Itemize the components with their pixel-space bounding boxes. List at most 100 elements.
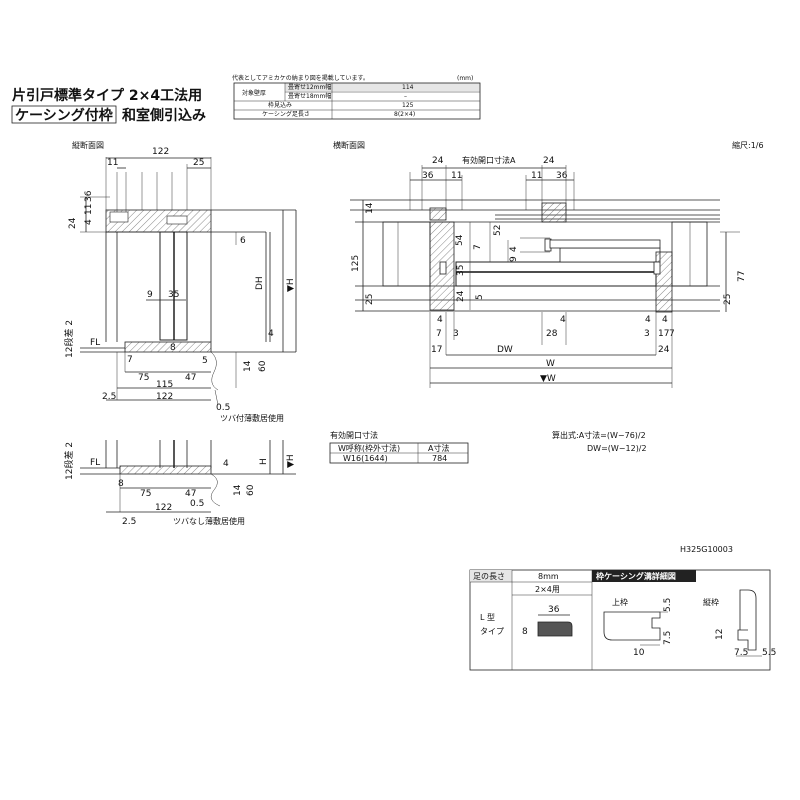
lv-dim-0_5: 0.5 bbox=[190, 499, 204, 509]
v-sill bbox=[124, 341, 212, 353]
h-dim-28: 28 bbox=[546, 329, 558, 339]
h-dim-11b: 11 bbox=[531, 171, 542, 181]
opening-r1c2: 784 bbox=[432, 454, 447, 463]
header-unit: (mm) bbox=[457, 75, 473, 82]
v-fl: FL bbox=[90, 338, 100, 348]
spec-val2: – bbox=[404, 93, 407, 100]
spec-wall-header: 対象壁厚 bbox=[242, 89, 266, 97]
v-dim-11b: 11 bbox=[84, 204, 94, 215]
h-dim-7b: 7 bbox=[436, 329, 442, 339]
v-dim-24: 24 bbox=[68, 217, 78, 229]
vertical-section: 122 25 11 24 4 11 36 6 bbox=[63, 147, 297, 423]
h-dim-14: 14 bbox=[365, 202, 375, 214]
h-dim-11: 11 bbox=[451, 171, 462, 181]
lower-vertical-section: 12段差 2 FL 8 75 47 0.5 122 2.5 4 14 60 H … bbox=[63, 440, 296, 527]
opening-col2: A寸法 bbox=[428, 443, 449, 453]
h-dim-dw: DW bbox=[497, 345, 513, 355]
lv-dim-122: 122 bbox=[155, 503, 172, 513]
v-dim-4b: 4 bbox=[268, 329, 274, 339]
v-dim-9: 9 bbox=[147, 290, 153, 300]
h-dim-3: 3 bbox=[453, 329, 459, 339]
h-dim-35: 35 bbox=[456, 265, 466, 276]
v-dim-122b: 122 bbox=[156, 392, 173, 402]
v-dim-dh: DH bbox=[255, 276, 265, 290]
lv-fl: FL bbox=[90, 458, 100, 468]
v-dim-5: 5 bbox=[202, 356, 208, 366]
v-dim-75: 75 bbox=[138, 373, 149, 383]
detail-dim-7_5: 7.5 bbox=[663, 631, 673, 645]
lv-dim-14: 14 bbox=[233, 484, 243, 496]
lv-dim-47: 47 bbox=[185, 489, 196, 499]
v-dim-36: 36 bbox=[84, 190, 94, 202]
h-dim-24: 24 bbox=[432, 156, 444, 166]
detail-dim-7_5b: 7.5 bbox=[734, 648, 748, 658]
h-door-panel bbox=[455, 261, 657, 287]
v-dim-122: 122 bbox=[152, 147, 169, 157]
detail-leg-header: 足の長さ bbox=[473, 572, 505, 581]
spec-val1: 114 bbox=[402, 84, 414, 91]
detail-leg-value: 8mm bbox=[538, 572, 559, 581]
h-dim-125: 125 bbox=[351, 255, 361, 272]
v-dim-47: 47 bbox=[185, 373, 196, 383]
detail-top-frame: 上枠 bbox=[612, 597, 628, 607]
lv-dim-h2: ▼H bbox=[286, 454, 296, 468]
spec-frame-val: 125 bbox=[402, 102, 414, 109]
detail-dim-5_5b: 5.5 bbox=[762, 648, 776, 658]
h-dim-4d: 4 bbox=[662, 315, 668, 325]
v-dim-2_5: 2.5 bbox=[102, 392, 116, 402]
product-code: H325G10003 bbox=[680, 545, 733, 554]
h-dim-3b: 3 bbox=[644, 329, 650, 339]
spec-casing-header: ケーシング足長さ bbox=[262, 110, 310, 118]
v-dim-14: 14 bbox=[243, 360, 253, 372]
detail-dim-36: 36 bbox=[548, 605, 560, 615]
h-dim-25b: 25 bbox=[723, 294, 733, 305]
h-open-a: 有効開口寸法A bbox=[462, 155, 516, 165]
h-dim-77: 77 bbox=[737, 271, 747, 282]
lv-step: 12段差 2 bbox=[63, 442, 75, 480]
v-step: 12段差 2 bbox=[63, 320, 75, 358]
opening-table: 有効開口寸法 W呼称(枠外寸法) A寸法 W16(1644) 784 bbox=[329, 430, 469, 464]
scale-label: 縮尺:1/6 bbox=[732, 140, 764, 150]
h-dim-w2: ▼W bbox=[540, 374, 556, 384]
v-dim-11: 11 bbox=[107, 158, 118, 168]
h-dim-24b: 24 bbox=[456, 290, 466, 302]
header-note: 代表としてアミカケの納まり図を掲載しています。 bbox=[232, 74, 369, 82]
v-dim-60: 60 bbox=[258, 360, 268, 372]
opening-r1c1: W16(1644) bbox=[343, 454, 388, 463]
formula-line2: DW=(W−12)/2 bbox=[587, 444, 647, 453]
detail-side-frame: 縦枠 bbox=[703, 597, 719, 607]
v-dim-115: 115 bbox=[156, 380, 173, 390]
detail-table: 足の長さ 8mm 2×4用 L 型 タイプ 枠ケーシング溝詳細図 36 8 上枠… bbox=[469, 569, 776, 671]
detail-type-line2: タイプ bbox=[480, 627, 504, 636]
lv-sill bbox=[119, 465, 212, 475]
h-dim-52: 52 bbox=[493, 225, 503, 236]
spec-table: 対象壁厚 畳寄せ12mm幅 畳寄せ18mm幅 114 – 枠見込み 125 ケー… bbox=[233, 82, 481, 120]
title-line1: 片引戸標準タイプ 2×4工法用 bbox=[12, 87, 202, 104]
h-dim-17: 17 bbox=[431, 345, 442, 355]
h-dim-4c: 4 bbox=[645, 315, 651, 325]
horizontal-section-title: 横断面図 bbox=[333, 140, 365, 150]
detail-groove-title: 枠ケーシング溝詳細図 bbox=[595, 571, 676, 581]
spec-sub1: 畳寄せ12mm幅 bbox=[288, 83, 331, 91]
h-dim-7: 7 bbox=[473, 244, 483, 250]
v-dim-8: 8 bbox=[170, 343, 176, 353]
v-dim-4: 4 bbox=[84, 219, 94, 225]
h-dim-4-mid: 4 bbox=[560, 315, 566, 325]
lv-dim-8: 8 bbox=[118, 479, 124, 489]
h-dim-w: W bbox=[546, 359, 555, 369]
detail-dim-10: 10 bbox=[633, 648, 645, 658]
h-dim-25: 25 bbox=[365, 294, 375, 305]
h-dim-17b: 17 bbox=[658, 329, 669, 339]
detail-dim-8: 8 bbox=[522, 627, 528, 637]
v-dim-6: 6 bbox=[240, 236, 246, 246]
v-dim-0_5: 0.5 bbox=[216, 403, 230, 413]
h-dim-5: 5 bbox=[475, 294, 485, 300]
lv-note: ツバなし薄敷居使用 bbox=[173, 516, 245, 526]
formula-line1: 算出式:A寸法=(W−76)/2 bbox=[552, 430, 646, 440]
h-dim-24c: 24 bbox=[658, 345, 670, 355]
l-type-profile bbox=[537, 621, 573, 637]
title-boxed: ケーシング付枠 bbox=[15, 107, 113, 124]
h-dim-24-right: 24 bbox=[543, 156, 555, 166]
detail-type-line1: L 型 bbox=[480, 613, 495, 622]
v-note-tsuba: ツバ付薄敷居使用 bbox=[220, 413, 284, 423]
